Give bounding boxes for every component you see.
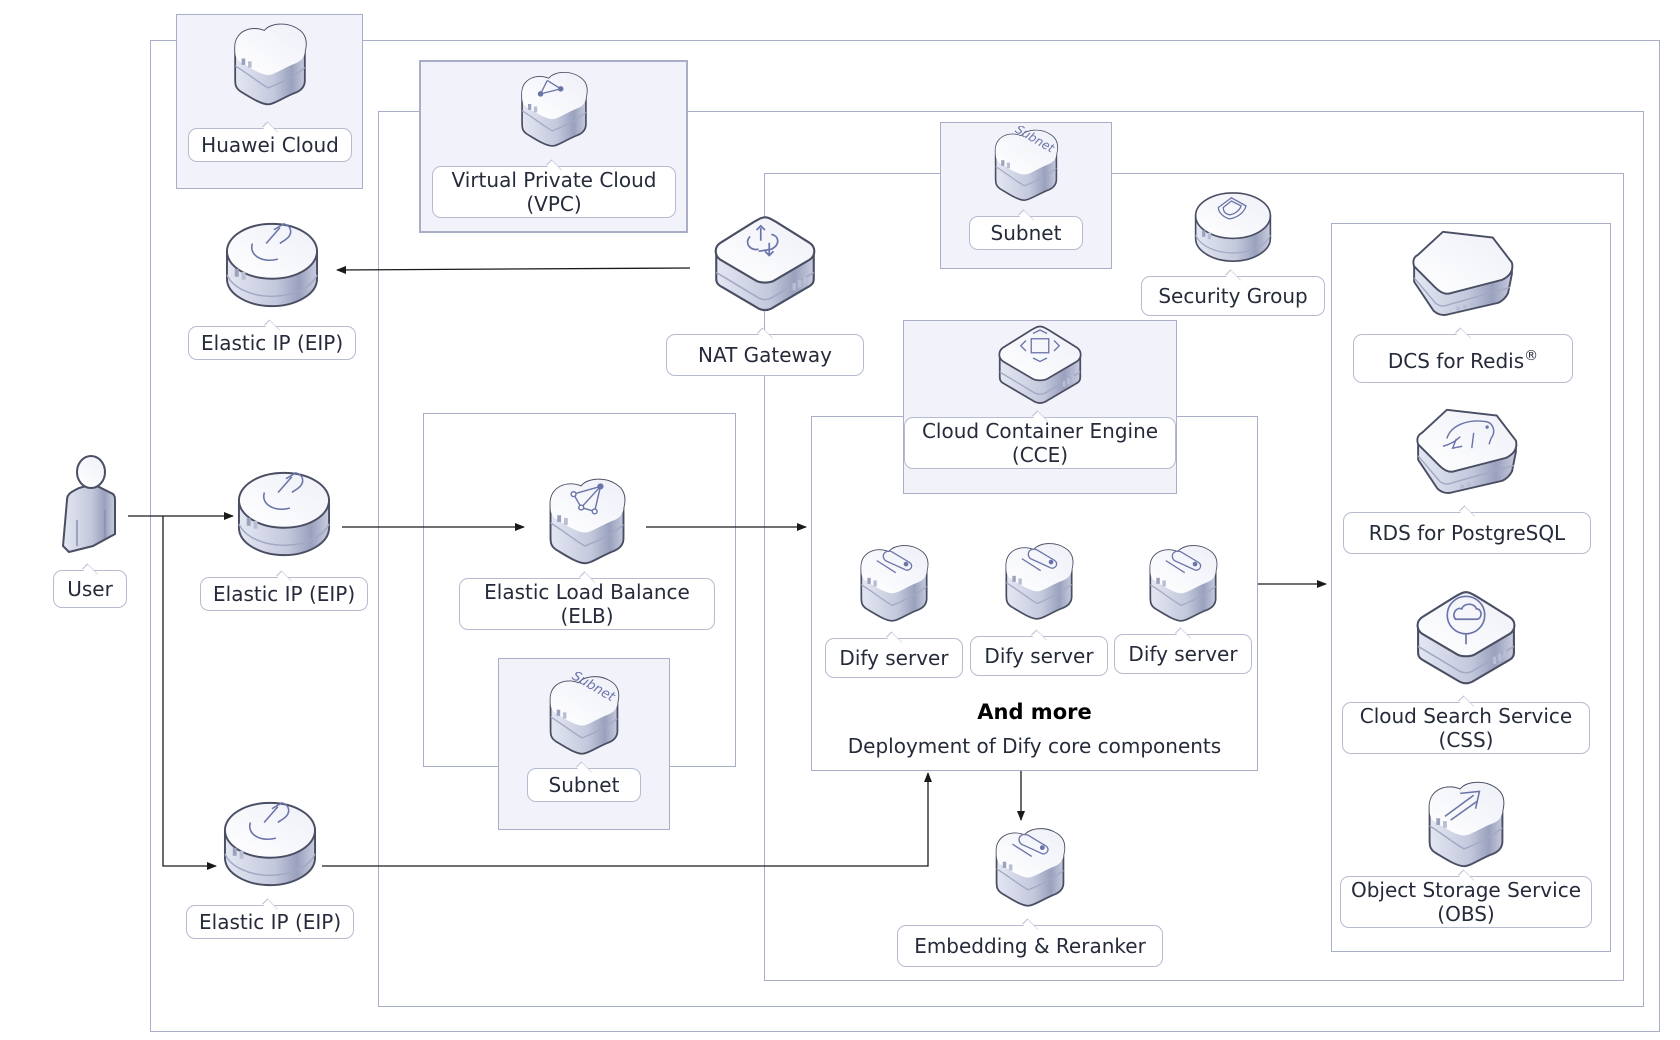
cce-label: Cloud Container Engine(CCE) (904, 417, 1176, 469)
embedding-node: Embedding & Reranker (896, 823, 1164, 967)
embedding-label: Embedding & Reranker (897, 925, 1163, 967)
subnet-top-node: Subnet Subnet (955, 126, 1097, 250)
nat-gateway-node: NAT Gateway (665, 212, 865, 376)
subnet-icon: Subnet (540, 672, 628, 758)
eip-elb-label: Elastic IP (EIP) (200, 577, 368, 611)
user-node: User (50, 454, 130, 608)
huawei-cloud-region (150, 40, 1660, 1032)
huawei-cloud-label: Huawei Cloud (188, 128, 352, 162)
vpc-label: Virtual Private Cloud(VPC) (432, 166, 676, 218)
eip-embedding-label: Elastic IP (EIP) (186, 905, 354, 939)
shield-icon (1191, 188, 1275, 266)
elb-label: Elastic Load Balance(ELB) (459, 578, 715, 630)
dify-caption: Deployment of Dify core components (847, 734, 1222, 758)
and-more-text: And more (977, 700, 1092, 724)
security-group-node: Security Group (1140, 188, 1326, 316)
security-group-label: Security Group (1141, 276, 1325, 316)
huawei-cloud-node: Huawei Cloud (188, 20, 352, 162)
obs-node: Object Storage Service(OBS) (1338, 778, 1594, 928)
vpc-network-icon (512, 66, 596, 152)
vpc-node: Virtual Private Cloud(VPC) (432, 66, 676, 218)
dify-server-label: Dify server (1114, 634, 1252, 674)
elastic-ip-icon (221, 218, 323, 312)
search-service-icon (1412, 588, 1520, 688)
elb-node: Elastic Load Balance(ELB) (458, 474, 716, 630)
eip-embedding-node: Elastic IP (EIP) (185, 797, 355, 939)
object-storage-icon (1418, 778, 1514, 870)
dify-server-label: Dify server (970, 636, 1108, 676)
rds-node: RDS for PostgreSQL (1342, 406, 1592, 554)
dify-server-node: Dify server (969, 538, 1109, 676)
user-label: User (53, 570, 127, 608)
load-balancer-icon (539, 474, 635, 568)
nat-gateway-label: NAT Gateway (666, 334, 864, 376)
rds-label: RDS for PostgreSQL (1343, 512, 1591, 554)
eip-nat-label: Elastic IP (EIP) (188, 326, 356, 360)
server-icon (996, 538, 1082, 624)
subnet-top-label: Subnet (969, 216, 1083, 250)
nat-gateway-icon (712, 212, 818, 316)
user-icon (61, 455, 116, 554)
vpc-region (378, 111, 1644, 1007)
container-engine-icon (996, 323, 1084, 407)
elastic-ip-icon (219, 797, 321, 891)
obs-label: Object Storage Service(OBS) (1340, 876, 1592, 928)
subnet-region (764, 173, 1624, 981)
eip-elb-node: Elastic IP (EIP) (197, 467, 371, 611)
css-label: Cloud Search Service(CSS) (1342, 702, 1590, 754)
dcs-node: DCS for Redis® (1352, 228, 1574, 383)
server-icon (1140, 540, 1226, 626)
eip-nat-node: Elastic IP (EIP) (187, 218, 357, 360)
dcs-label: DCS for Redis® (1353, 334, 1573, 383)
subnet-elb-node: Subnet Subnet (513, 672, 655, 802)
postgresql-elephant-icon (1411, 406, 1523, 498)
server-icon (851, 540, 937, 626)
css-node: Cloud Search Service(CSS) (1340, 588, 1592, 754)
server-icon (986, 823, 1074, 911)
elastic-ip-icon (233, 467, 335, 561)
subnet-icon: Subnet (986, 126, 1066, 204)
cce-node: Cloud Container Engine(CCE) (904, 323, 1176, 469)
data-services-group (1331, 223, 1611, 952)
subnet-elb-label: Subnet (527, 768, 641, 802)
cloud-icon (224, 20, 316, 108)
redis-hexagon-icon (1407, 228, 1519, 320)
dify-server-label: Dify server (825, 638, 963, 678)
dify-server-node: Dify server (824, 540, 964, 678)
dify-server-node: Dify server (1113, 540, 1253, 674)
